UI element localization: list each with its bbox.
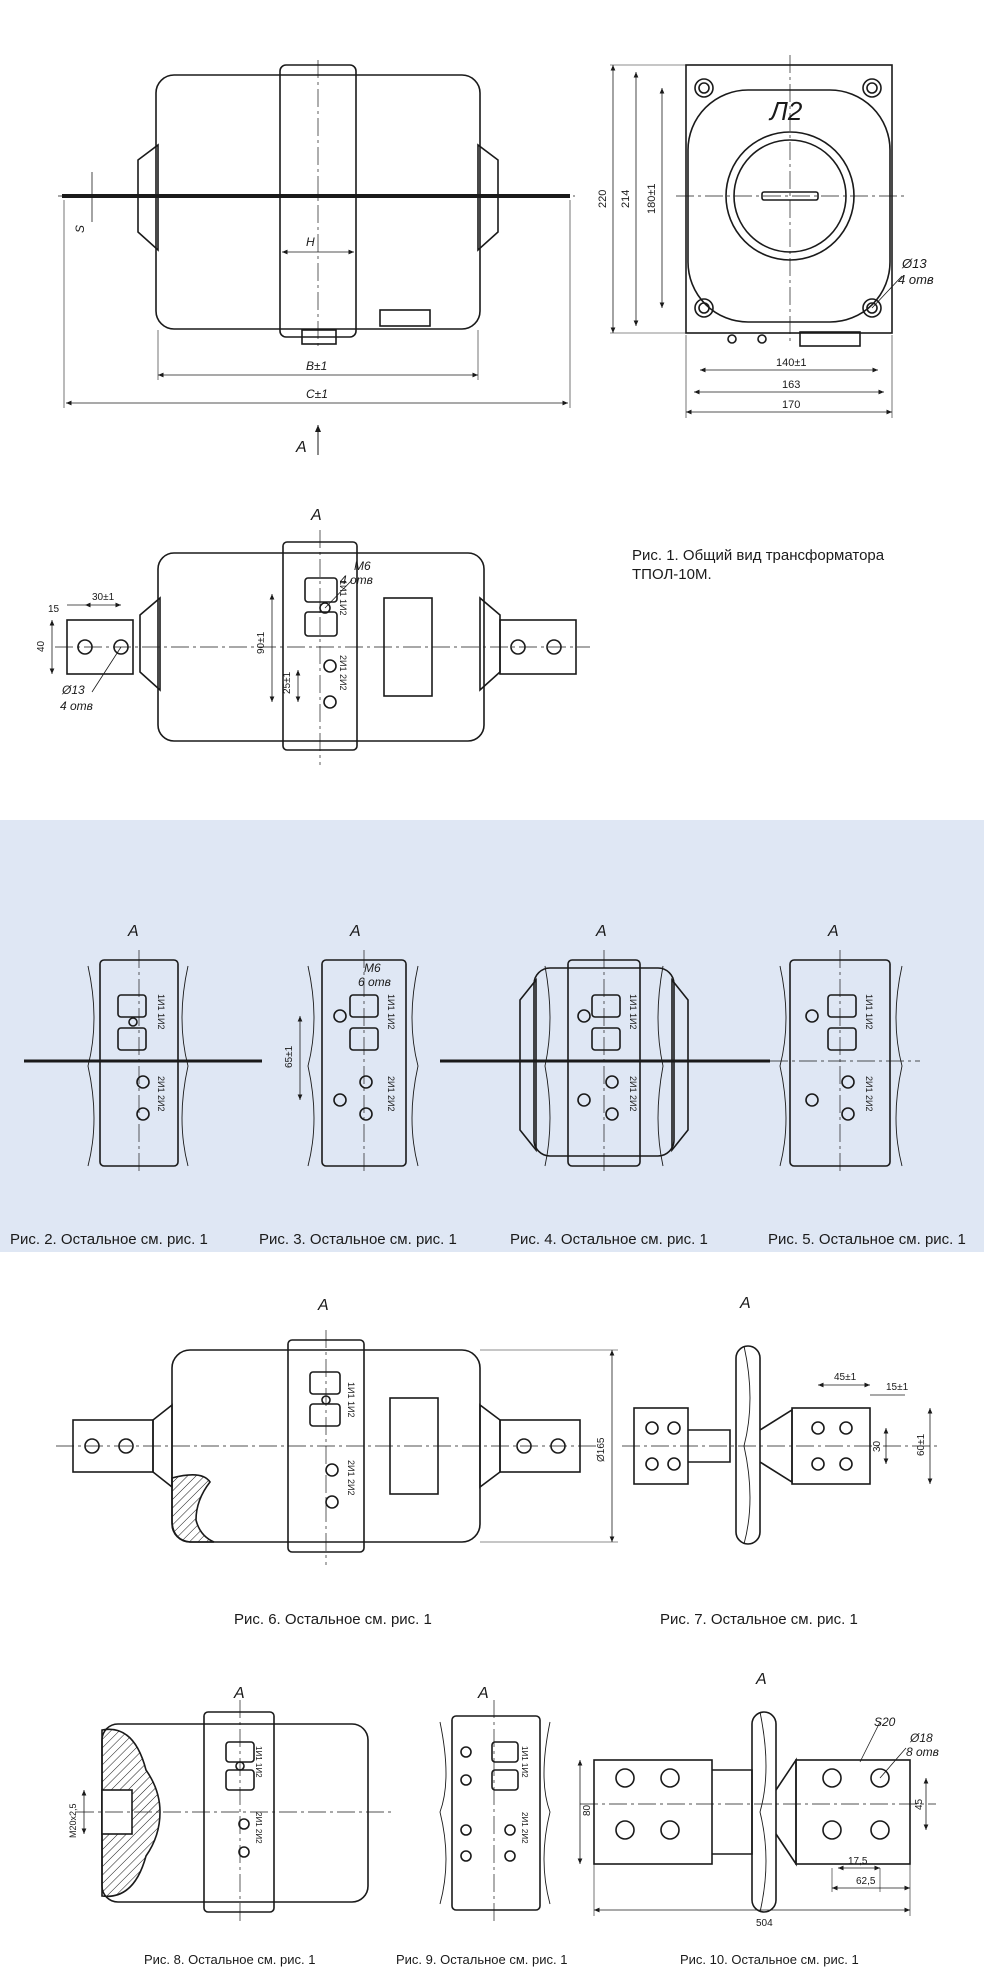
fig2-terminal-1: 1И1 1И2 (156, 994, 166, 1029)
fig2-caption: Рис. 2. Остальное см. рис. 1 (10, 1231, 208, 1248)
fig9-terminal-1: 1И1 1И2 (520, 1746, 529, 1778)
row3-labels: А А Ø165 45±1 15±1 30 60±1 1И1 1И2 2И1 2… (234, 1295, 927, 1628)
dim-180: 180±1 (646, 183, 658, 214)
marking-l2: Л2 (768, 96, 803, 126)
fig7-view-a: А (739, 1295, 751, 1312)
fig1-caption-line2: ТПОЛ-10М. (632, 566, 712, 583)
dim-s: S (73, 225, 87, 233)
fig3-6-holes: 6 отв (358, 975, 391, 989)
fig10-caption: Рис. 10. Остальное см. рис. 1 (680, 1952, 859, 1967)
dim-40: 40 (36, 640, 47, 652)
dim-4-holes-b: 4 отв (60, 699, 93, 713)
fig8 (76, 1700, 392, 1925)
fig10-d18: Ø18 (909, 1731, 933, 1745)
fig5-view-a: А (827, 923, 839, 940)
fig7-dim-45: 45±1 (834, 1372, 857, 1383)
view-a-label: А (295, 439, 307, 456)
dim-140: 140±1 (776, 357, 807, 369)
dim-4-holes: 4 отв (898, 272, 934, 287)
fig3-caption: Рис. 3. Остальное см. рис. 1 (259, 1231, 457, 1248)
row4-labels: А А А М20х2,5 S20 Ø18 8 отв 80 45 17,5 6… (68, 1671, 939, 1967)
dim-15: 15 (48, 604, 60, 615)
fig4-view-a: А (595, 923, 607, 940)
terminal-1i1-1i2: 1И1 1И2 (338, 580, 348, 615)
fig5-terminal-1: 1И1 1И2 (864, 994, 874, 1029)
fig10-dim-45: 45 (914, 1798, 925, 1810)
fig8-terminal-2: 2И1 2И2 (254, 1812, 263, 1844)
fig6-view-a: А (317, 1297, 329, 1314)
fig1-side-view-labels: S H B±1 C±1 А (73, 225, 328, 456)
dim-d13: Ø13 (901, 256, 927, 271)
fig10-dim-17-5: 17,5 (848, 1856, 868, 1867)
fig7 (622, 1345, 940, 1545)
fig1-side-view (58, 60, 575, 455)
dim-163: 163 (782, 379, 800, 391)
fig3-dim-65: 65±1 (284, 1045, 295, 1068)
fig7-caption: Рис. 7. Остальное см. рис. 1 (660, 1611, 858, 1628)
fig9-view-a: А (477, 1685, 489, 1702)
dim-30: 30±1 (92, 592, 115, 603)
fig1-view-a (49, 530, 590, 765)
dim-170: 170 (782, 399, 800, 411)
dim-b: B±1 (306, 359, 327, 373)
dim-d13-a: Ø13 (61, 683, 85, 697)
fig9-terminal-2: 2И1 2И2 (520, 1812, 529, 1844)
fig2-terminal-2: 2И1 2И2 (156, 1076, 166, 1111)
fig6 (56, 1330, 618, 1565)
fig1-caption: Рис. 1. Общий вид трансформатора ТПОЛ-10… (632, 547, 885, 583)
fig3-view-a: А (349, 923, 361, 940)
dim-214: 214 (620, 190, 632, 208)
fig4-terminal-2: 2И1 2И2 (628, 1076, 638, 1111)
fig8-caption: Рис. 8. Остальное см. рис. 1 (144, 1952, 315, 1967)
dim-c: C±1 (306, 387, 328, 401)
fig10-s20: S20 (874, 1715, 896, 1729)
fig4-caption: Рис. 4. Остальное см. рис. 1 (510, 1231, 708, 1248)
dim-25: 25±1 (282, 671, 293, 694)
fig5-caption: Рис. 5. Остальное см. рис. 1 (768, 1231, 966, 1248)
fig7-dim-60: 60±1 (916, 1433, 927, 1456)
fig10-8-holes: 8 отв (906, 1745, 939, 1759)
fig2 (24, 950, 262, 1175)
fig10 (577, 1711, 936, 1916)
fig3-terminal-1: 1И1 1И2 (386, 994, 396, 1029)
fig3 (297, 950, 419, 1175)
fig1-front-view-labels: Л2 220 214 180±1 Ø13 4 отв 140±1 163 170 (597, 96, 934, 411)
fig2-view-a: А (127, 923, 139, 940)
fig3-terminal-2: 2И1 2И2 (386, 1076, 396, 1111)
fig1-view-a-labels: А М6 4 отв 15 30±1 40 Ø13 4 отв 90±1 25±… (36, 507, 373, 713)
fig7-dim-30: 30 (872, 1440, 883, 1452)
fig10-view-a: А (755, 1671, 767, 1688)
dim-90: 90±1 (256, 631, 267, 654)
fig4-terminal-1: 1И1 1И2 (628, 994, 638, 1029)
fig10-dim-80: 80 (582, 1804, 593, 1816)
dim-4-holes-a: 4 отв (340, 573, 373, 587)
fig1-caption-line1: Рис. 1. Общий вид трансформатора (632, 547, 885, 564)
fig8-terminal-1: 1И1 1И2 (254, 1746, 263, 1778)
fig1-front-view (610, 55, 905, 418)
fig6-terminal-2: 2И1 2И2 (346, 1460, 356, 1495)
fig6-dim-165: Ø165 (596, 1437, 607, 1462)
fig10-dim-62-5: 62,5 (856, 1876, 876, 1887)
fig4 (440, 950, 770, 1175)
fig5-terminal-2: 2И1 2И2 (864, 1076, 874, 1111)
fig10-dim-504: 504 (756, 1918, 773, 1929)
fig3-m6: М6 (364, 961, 381, 975)
fig6-caption: Рис. 6. Остальное см. рис. 1 (234, 1611, 432, 1628)
fig8-view-a: А (233, 1685, 245, 1702)
dim-220: 220 (597, 190, 609, 208)
fig7-dim-15: 15±1 (886, 1382, 909, 1393)
figures-2-5-background-band (0, 820, 984, 1252)
fig8-m20: М20х2,5 (68, 1803, 78, 1838)
fig6-terminal-1: 1И1 1И2 (346, 1382, 356, 1417)
fig9 (439, 1700, 551, 1925)
view-a-title: А (310, 507, 322, 524)
dim-h: H (306, 235, 315, 249)
fig9-caption: Рис. 9. Остальное см. рис. 1 (396, 1952, 567, 1967)
row2-labels: А А А А М6 6 отв 65±1 1И1 1И2 2И1 2И2 1И… (10, 923, 966, 1248)
fig5 (770, 950, 920, 1175)
terminal-2i1-2i2: 2И1 2И2 (338, 655, 348, 690)
dim-m6: М6 (354, 559, 371, 573)
